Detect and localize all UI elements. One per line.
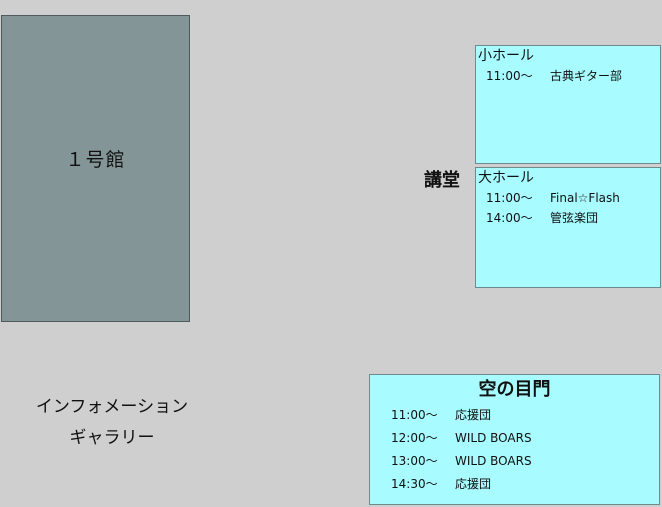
schedule-act: 応援団 — [455, 408, 492, 422]
schedule-row: 11:00〜 Final☆Flash — [486, 191, 660, 205]
small-hall-schedule: 11:00〜 古典ギター部 — [486, 69, 660, 83]
schedule-time: 12:00〜 — [391, 431, 438, 445]
schedule-time: 11:00〜 — [486, 69, 533, 83]
gate-stage: 空の目門 11:00〜 応援団 12:00〜 WILD BOARS 13:00〜… — [369, 374, 660, 505]
large-hall-title: 大ホール — [478, 170, 534, 186]
schedule-row: 14:00〜 管弦楽団 — [486, 211, 660, 225]
schedule-row: 14:30〜 応援団 — [391, 477, 659, 491]
schedule-time: 11:00〜 — [486, 191, 533, 205]
schedule-act: WILD BOARS — [455, 454, 532, 468]
information-gallery-label: インフォメーション ギャラリー — [12, 392, 212, 454]
information-label: インフォメーション — [35, 397, 189, 417]
auditorium-label: 講堂 — [424, 170, 460, 191]
schedule-row: 11:00〜 応援団 — [391, 408, 659, 422]
schedule-act: WILD BOARS — [455, 431, 532, 445]
schedule-row: 13:00〜 WILD BOARS — [391, 454, 659, 468]
schedule-act: 応援団 — [455, 477, 492, 491]
schedule-time: 13:00〜 — [391, 454, 438, 468]
schedule-row: 11:00〜 古典ギター部 — [486, 69, 660, 83]
large-hall: 大ホール 11:00〜 Final☆Flash 14:00〜 管弦楽団 — [475, 167, 661, 288]
schedule-time: 14:30〜 — [391, 477, 438, 491]
gate-title: 空の目門 — [478, 379, 551, 400]
building-1: １号館 — [1, 15, 190, 322]
schedule-act: 管弦楽団 — [550, 211, 599, 225]
small-hall-title: 小ホール — [478, 48, 534, 64]
gallery-label: ギャラリー — [69, 428, 155, 448]
gate-schedule: 11:00〜 応援団 12:00〜 WILD BOARS 13:00〜 WILD… — [391, 408, 659, 491]
schedule-time: 11:00〜 — [391, 408, 438, 422]
large-hall-schedule: 11:00〜 Final☆Flash 14:00〜 管弦楽団 — [486, 191, 660, 225]
schedule-act: Final☆Flash — [550, 191, 620, 205]
schedule-time: 14:00〜 — [486, 211, 533, 225]
building-1-label: １号館 — [65, 149, 126, 171]
small-hall: 小ホール 11:00〜 古典ギター部 — [475, 45, 661, 164]
schedule-row: 12:00〜 WILD BOARS — [391, 431, 659, 445]
schedule-act: 古典ギター部 — [550, 69, 623, 83]
